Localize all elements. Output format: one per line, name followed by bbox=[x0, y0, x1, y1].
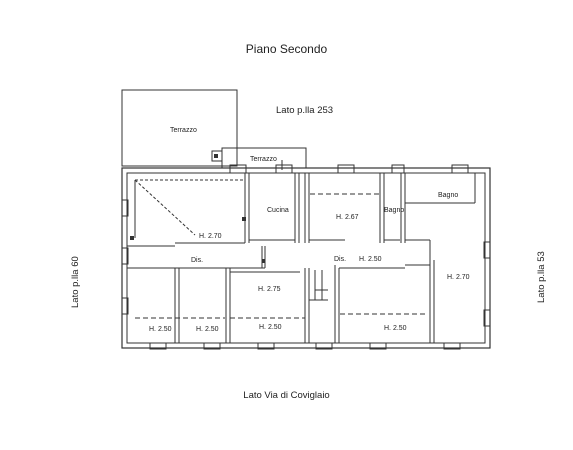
room-dis-left: Dis. bbox=[191, 257, 204, 264]
side-label-top: Lato p.lla 253 bbox=[276, 105, 334, 116]
room-dis-right: Dis. bbox=[334, 256, 347, 263]
room-terrazzo-big: Terrazzo bbox=[170, 127, 197, 134]
room-height-big: H. 2.70 bbox=[199, 233, 222, 240]
room-height-bottom-left-2: H. 2.50 bbox=[196, 326, 219, 333]
room-height-dis-right: H. 2.50 bbox=[359, 256, 382, 263]
room-height-bottom-center: H. 2.50 bbox=[259, 324, 282, 331]
room-height-center: H. 2.75 bbox=[258, 286, 281, 293]
terrace-big-outline bbox=[121, 89, 238, 167]
side-label-bottom: Lato Via di Coviglaio bbox=[243, 390, 330, 401]
room-terrazzo-small: Terrazzo bbox=[250, 156, 277, 163]
room-height-bottom-left-1: H. 2.50 bbox=[149, 326, 172, 333]
room-height-bottom-right: H. 2.50 bbox=[384, 325, 407, 332]
plan-title: Piano Secondo bbox=[245, 42, 328, 56]
room-height-mid-top: H. 2.67 bbox=[336, 214, 359, 221]
room-cucina: Cucina bbox=[267, 207, 289, 214]
room-height-right: H. 2.70 bbox=[447, 274, 470, 281]
room-bagno-top: Bagno bbox=[438, 192, 459, 199]
building-outer-wall bbox=[121, 167, 491, 349]
room-bagno-mid: Bagno bbox=[384, 207, 405, 214]
